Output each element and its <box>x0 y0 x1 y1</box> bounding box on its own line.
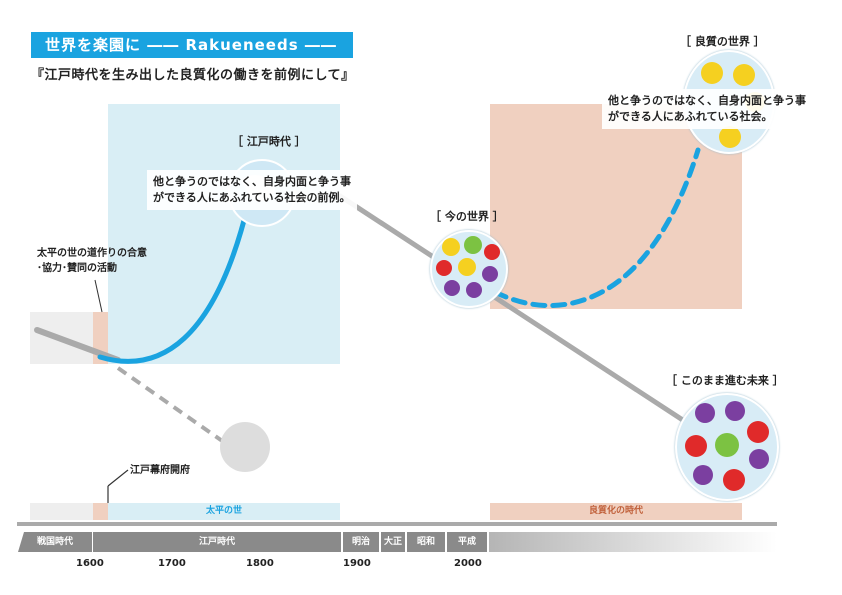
smiley-face-icon <box>458 258 476 276</box>
edo-note-line-2: ができる人にあふれている社会の前例。 <box>153 191 351 204</box>
edo-region <box>108 104 340 364</box>
era-meiji: 明治 <box>343 532 379 552</box>
era-heisei: 平成 <box>447 532 487 552</box>
counterfactual-globe <box>220 422 270 472</box>
smiley-face-icon <box>733 64 755 86</box>
year-1800: 1800 <box>246 558 274 569</box>
era-edo: 江戸時代 <box>93 532 341 552</box>
era-showa: 昭和 <box>407 532 445 552</box>
angry-face-icon <box>685 435 707 457</box>
red-face-icon <box>484 244 500 260</box>
year-2000: 2000 <box>454 558 482 569</box>
quality-note-line-1: 他と争うのではなく、自身内面と争う事 <box>608 94 806 107</box>
purple-face-icon <box>749 449 769 469</box>
purple-face-icon <box>693 465 713 485</box>
band-ryoshitsu: 良質化の時代 <box>490 503 742 520</box>
label-future-as-is: ［ このまま進む未来 ］ <box>666 374 784 387</box>
era-future-fade <box>489 532 777 552</box>
smiley-face-icon <box>701 62 723 84</box>
green-face-icon <box>715 433 739 457</box>
timeline-axis <box>17 522 777 526</box>
angry-face-icon <box>747 421 769 443</box>
purple-face-icon <box>482 266 498 282</box>
quality-dashed-curve <box>492 147 701 309</box>
purple-face-icon <box>725 401 745 421</box>
world-trend-line <box>34 327 121 363</box>
peace-note: 太平の世の道作りの合意 ･協力･賛同の活動 <box>37 246 147 276</box>
era-taisho: 大正 <box>381 532 405 552</box>
title-banner: 世界を楽園に ―― Rakueneeds ―― <box>31 32 353 58</box>
edo-note-line-1: 他と争うのではなく、自身内面と争う事 <box>153 175 351 188</box>
world-trend-line-2 <box>337 193 701 433</box>
angry-face-icon <box>723 469 745 491</box>
green-face-icon <box>464 236 482 254</box>
purple-face-icon <box>444 280 460 296</box>
subtitle: 『江戸時代を生み出した良質化の働きを前例にして』 <box>31 68 355 83</box>
label-edo-shogunate: 江戸幕府開府 <box>130 465 190 476</box>
peace-note-line-2: ･協力･賛同の活動 <box>37 263 117 274</box>
year-1700: 1700 <box>158 558 186 569</box>
quality-note-line-2: ができる人にあふれている社会。 <box>608 110 773 123</box>
edo-note: 他と争うのではなく、自身内面と争う事 ができる人にあふれている社会の前例。 <box>147 170 357 210</box>
counterfactual-dashed-line <box>116 366 230 447</box>
current-world-globe <box>430 230 508 308</box>
band-transition <box>93 503 108 520</box>
label-current-world: ［ 今の世界 ］ <box>430 210 504 223</box>
label-edo-period: ［ 江戸時代 ］ <box>232 135 306 148</box>
future-globe <box>675 393 779 501</box>
smiley-face-icon <box>442 238 460 256</box>
band-sengoku <box>30 503 93 520</box>
red-face-icon <box>436 260 452 276</box>
band-taihei: 太平の世 <box>108 503 340 520</box>
era-sengoku: 戦国時代 <box>18 532 92 552</box>
purple-face-icon <box>695 403 715 423</box>
year-1900: 1900 <box>343 558 371 569</box>
year-1600: 1600 <box>76 558 104 569</box>
peace-note-line-1: 太平の世の道作りの合意 <box>37 248 147 259</box>
label-quality-world: ［ 良質の世界 ］ <box>680 35 765 48</box>
edo-rise-curve <box>97 202 251 364</box>
smiley-face-icon <box>719 126 741 148</box>
quality-note: 他と争うのではなく、自身内面と争う事 ができる人にあふれている社会。 <box>602 89 812 129</box>
peace-marker-line <box>94 279 103 313</box>
purple-face-icon <box>466 282 482 298</box>
